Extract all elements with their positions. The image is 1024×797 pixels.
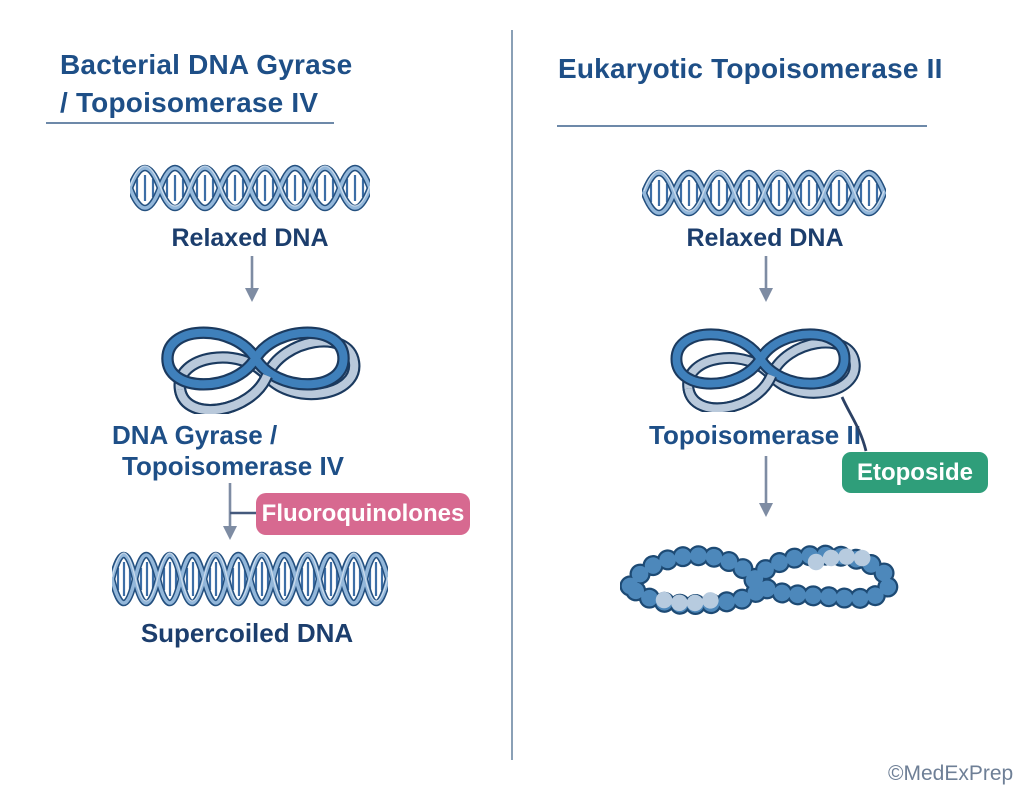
relaxed-dna-label: Relaxed DNA [686, 224, 844, 252]
relaxed-dna-helix-icon [126, 160, 374, 221]
eukaryotic-panel-title: Eukaryotic Topoisomerase II [558, 53, 943, 84]
down-arrow-icon [242, 256, 262, 307]
etoposide-connector-line [830, 393, 876, 460]
gyrase-enzyme-label: DNA Gyrase / Topoisomerase IV [112, 420, 372, 482]
chromatin-bead-chain-icon [616, 536, 912, 625]
supercoiled-dna-label: Supercoiled DNA [140, 618, 354, 648]
panel-divider [511, 30, 513, 760]
eukaryotic-title-underline [557, 125, 927, 127]
bacterial-panel-title: Bacterial DNA Gyrase / Topoisomerase IV [60, 46, 390, 122]
etoposide-badge: Etoposide [842, 452, 988, 493]
bacterial-title-line2: / Topoisomerase IV [60, 87, 319, 118]
bacterial-panel: Bacterial DNA Gyrase / Topoisomerase IV … [0, 0, 511, 797]
relaxed-dna-helix-icon [640, 165, 888, 226]
fluoroquinolones-badge-label: Fluoroquinolones [261, 500, 465, 527]
gyrase-label-line1: DNA Gyrase / [112, 420, 278, 450]
catenated-dna-knot-icon [658, 306, 863, 417]
catenated-dna-knot-icon [148, 303, 363, 419]
watermark: ©MedExPrep [888, 762, 1014, 785]
supercoiled-dna-helix-icon [108, 548, 392, 615]
topoisomerase2-enzyme-label: Topoisomerase II [649, 420, 861, 450]
gyrase-label-line2: Topoisomerase IV [122, 451, 345, 481]
relaxed-dna-label: Relaxed DNA [171, 224, 329, 252]
bacterial-title-underline [46, 122, 334, 124]
down-arrow-icon [756, 256, 776, 307]
etoposide-badge-label: Etoposide [856, 458, 973, 486]
bacterial-title-line1: Bacterial DNA Gyrase [60, 49, 353, 80]
down-arrow-icon [756, 456, 776, 523]
fluoroquinolones-badge: Fluoroquinolones [256, 493, 470, 535]
eukaryotic-panel: Eukaryotic Topoisomerase II Relaxed DNA [513, 0, 1024, 797]
